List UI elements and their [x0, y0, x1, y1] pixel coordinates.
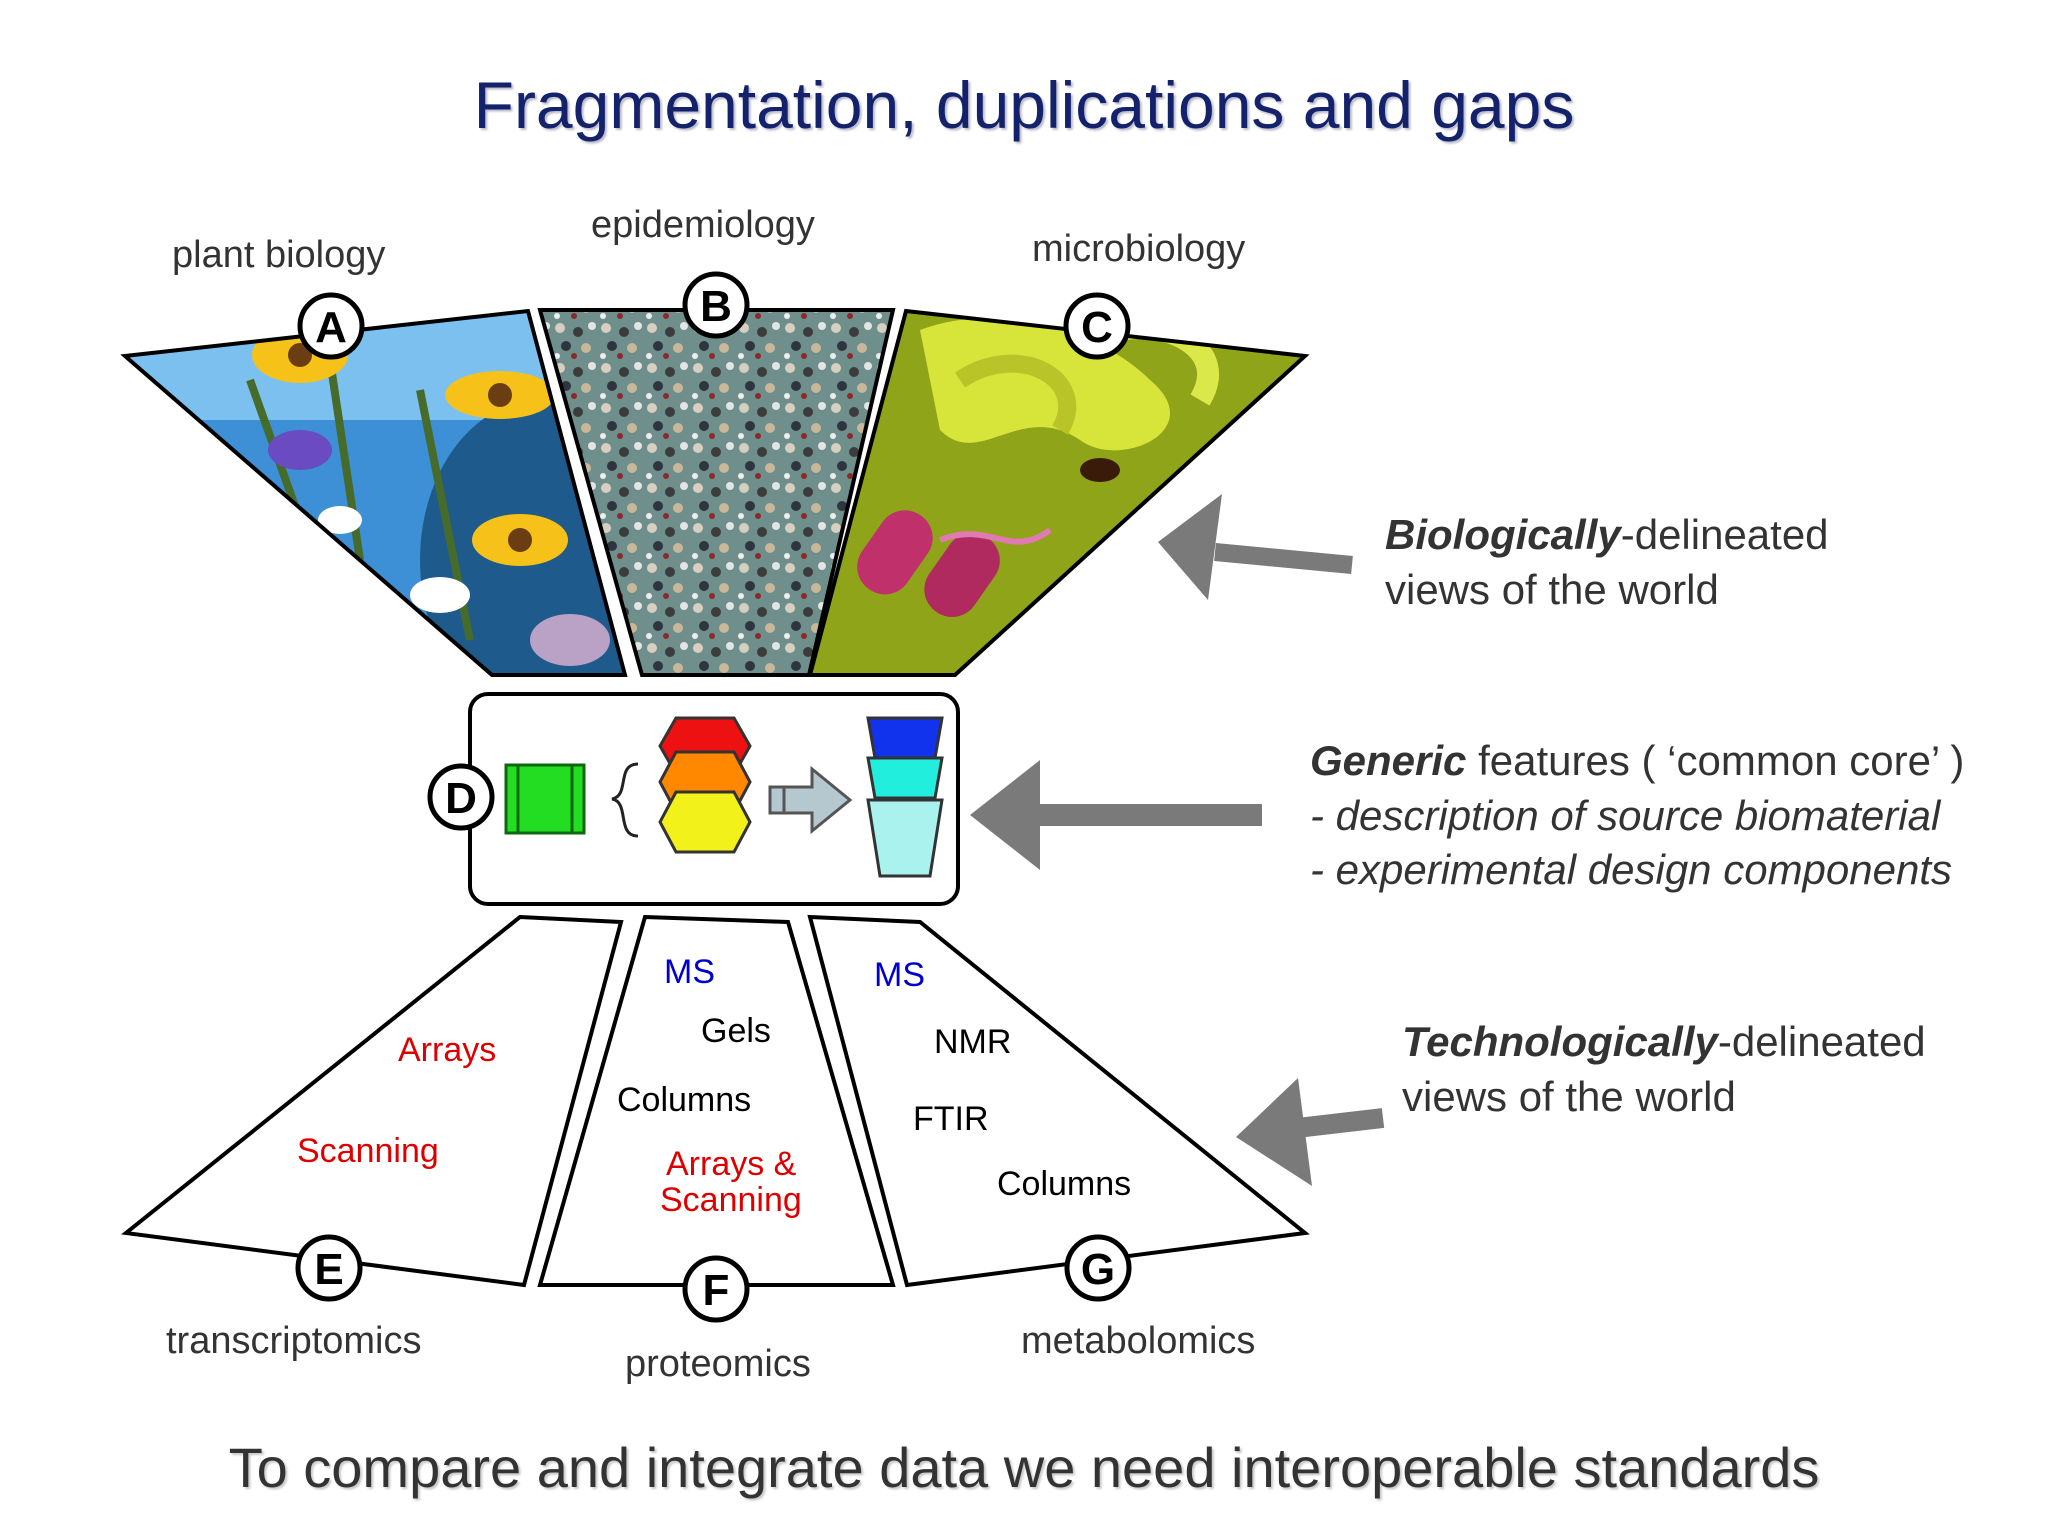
marker-d: D: [427, 763, 495, 831]
label-transcriptomics: transcriptomics: [166, 1320, 422, 1362]
transcriptomics-panel: [121, 914, 624, 1288]
label-proteomics: proteomics: [625, 1343, 811, 1385]
svg-text:B: B: [700, 282, 732, 331]
svg-text:C: C: [1081, 303, 1113, 352]
generic-annotation: Generic features ( ‘common core’ ) - des…: [1310, 734, 1964, 898]
svg-text:F: F: [703, 1266, 730, 1315]
tech-bold: Technologically: [1402, 1018, 1718, 1065]
tech-ms-proteomics: MS: [664, 953, 715, 991]
label-plant-biology: plant biology: [172, 234, 386, 276]
tech-ms-metabolomics: MS: [874, 956, 925, 994]
tech-line2: views of the world: [1402, 1072, 1736, 1120]
tech-arrow: [1236, 1078, 1385, 1186]
marker-c: C: [1063, 292, 1131, 360]
footer-text: To compare and integrate data we need in…: [228, 1436, 1820, 1499]
green-box-icon: [504, 763, 586, 835]
svg-text:G: G: [1081, 1245, 1115, 1294]
tech-nmr: NMR: [934, 1023, 1012, 1061]
tech-arrays-and: Arrays &: [666, 1145, 797, 1183]
marker-b: B: [682, 271, 750, 339]
bio-arrow: [1158, 494, 1353, 600]
svg-text:A: A: [315, 303, 347, 352]
hexagon-stack-icon: [658, 716, 752, 854]
marker-a: A: [297, 292, 365, 360]
bio-rest: -delineated: [1620, 511, 1829, 558]
svg-text:D: D: [445, 774, 477, 823]
brace-icon: [611, 762, 639, 838]
tech-columns-metabolomics: Columns: [997, 1165, 1132, 1203]
marker-g: G: [1064, 1234, 1132, 1302]
tech-scanning-proteomics: Scanning: [660, 1181, 802, 1219]
tech-arrays: Arrays: [398, 1031, 497, 1069]
slide-title: Fragmentation, duplications and gaps: [473, 68, 1575, 142]
proteomics-panel: [537, 914, 896, 1287]
tech-rest: -delineated: [1717, 1018, 1926, 1065]
tech-scanning: Scanning: [297, 1132, 439, 1170]
label-metabolomics: metabolomics: [1021, 1320, 1256, 1362]
tech-annotation: Technologically-delineated views of the …: [1402, 1015, 1926, 1124]
generic-rest: features ( ‘common core’ ): [1466, 737, 1965, 784]
marker-f: F: [682, 1255, 750, 1323]
tech-ftir: FTIR: [913, 1100, 989, 1138]
bio-bold: Biologically: [1385, 511, 1621, 558]
svg-text:E: E: [314, 1245, 343, 1294]
tech-columns-proteomics: Columns: [617, 1081, 752, 1119]
generic-line2: - description of source biomaterial: [1310, 791, 1941, 839]
tech-gels: Gels: [701, 1012, 771, 1050]
generic-line3: - experimental design components: [1310, 846, 1953, 894]
marker-e: E: [295, 1234, 363, 1302]
bio-annotation: Biologically-delineated views of the wor…: [1385, 508, 1829, 617]
arrow-icon: [768, 765, 853, 835]
label-epidemiology: epidemiology: [591, 204, 815, 246]
metabolomics-panel: [807, 914, 1310, 1288]
generic-bold: Generic: [1310, 737, 1467, 784]
generic-arrow: [970, 760, 1262, 870]
label-microbiology: microbiology: [1032, 228, 1246, 270]
cup-stack-icon: [866, 716, 944, 878]
bio-line2: views of the world: [1385, 565, 1719, 613]
